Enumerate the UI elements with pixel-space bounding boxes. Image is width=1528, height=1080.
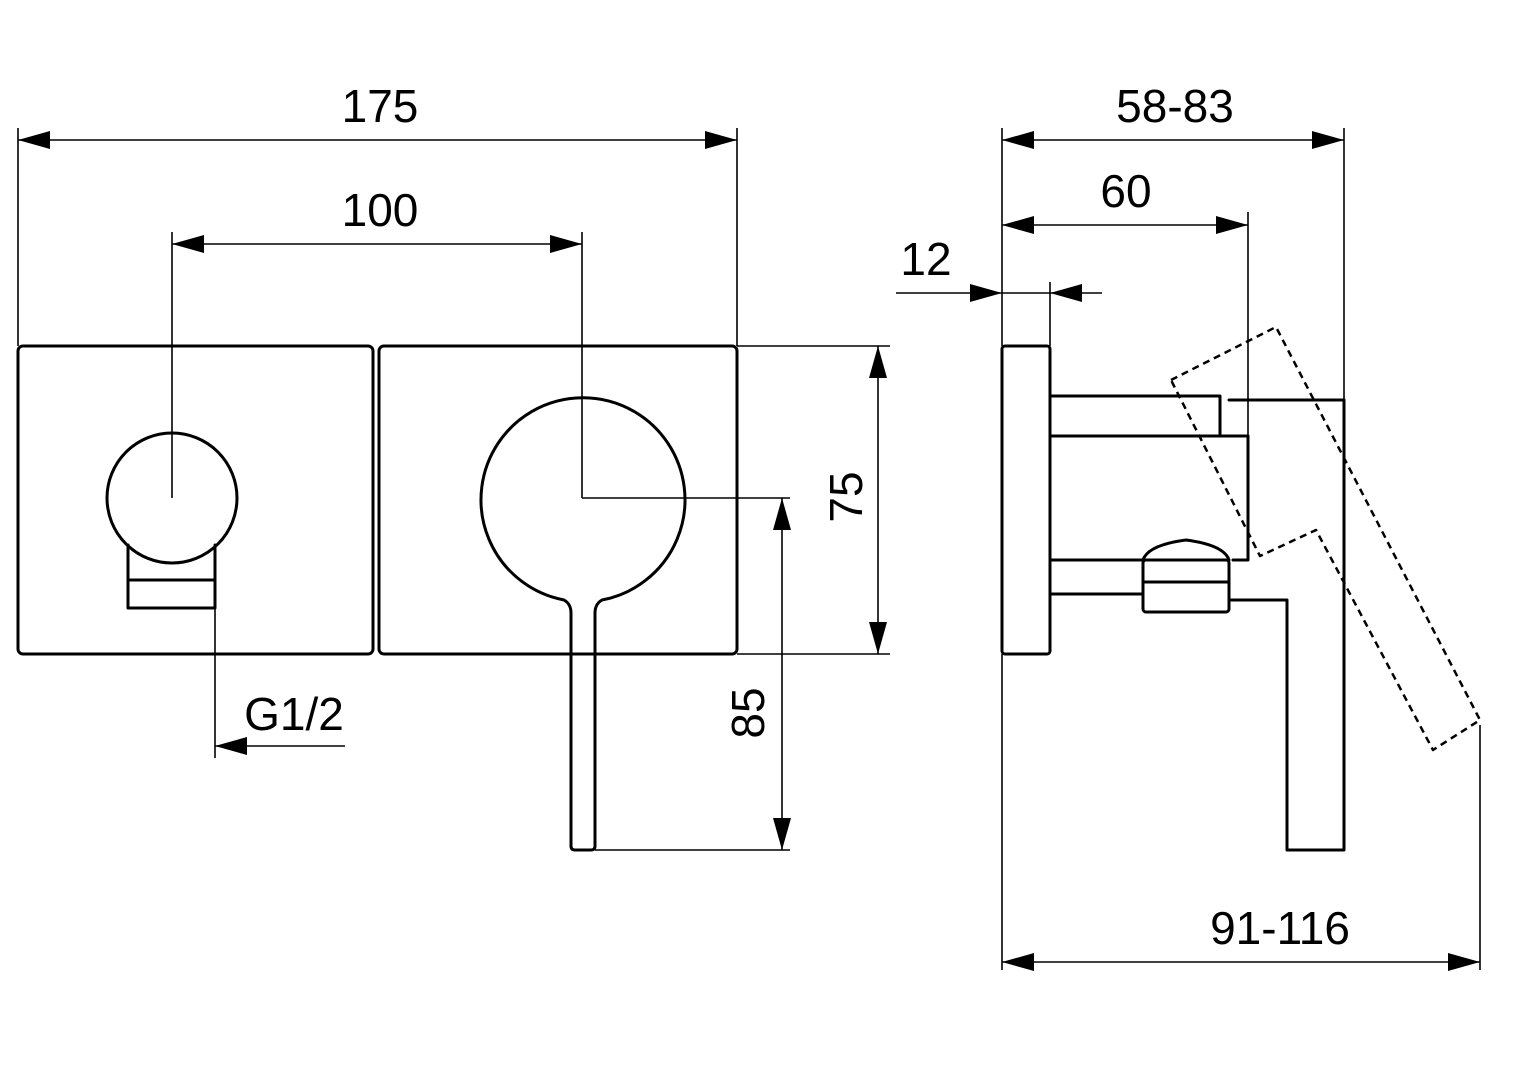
hose-outlet: [126, 543, 217, 610]
dimension-lines: [18, 131, 1480, 971]
label-connection-thread: G1/2: [244, 688, 344, 740]
side-spindle-nut: [1141, 558, 1231, 614]
label-lever-length: 85: [722, 687, 774, 738]
front-view: [16, 344, 739, 852]
label-lever-reach-range: 91-116: [1210, 902, 1350, 954]
label-plate-thickness: 12: [900, 233, 951, 285]
label-plate-height: 75: [820, 471, 872, 522]
left-cover-plate: [16, 344, 375, 656]
side-spindle-dome: [1048, 538, 1231, 562]
dimension-labels: 175 100 75 85 G1/2 58-83 60 12 91-116: [244, 80, 1350, 954]
extension-lines: [17, 128, 1481, 970]
right-cover-plate: [377, 344, 739, 656]
label-width-total: 175: [342, 80, 419, 132]
side-body-top: [1048, 394, 1222, 438]
side-cover-plate: [1000, 344, 1052, 656]
side-view: [1000, 325, 1482, 852]
label-center-distance: 100: [342, 184, 419, 236]
side-body: [1048, 434, 1250, 562]
side-lever: [1227, 398, 1346, 852]
lever-open-position: [1169, 325, 1482, 752]
mixer-handle: [479, 396, 687, 852]
label-body-depth: 60: [1100, 165, 1151, 217]
label-depth-range: 58-83: [1116, 80, 1234, 132]
